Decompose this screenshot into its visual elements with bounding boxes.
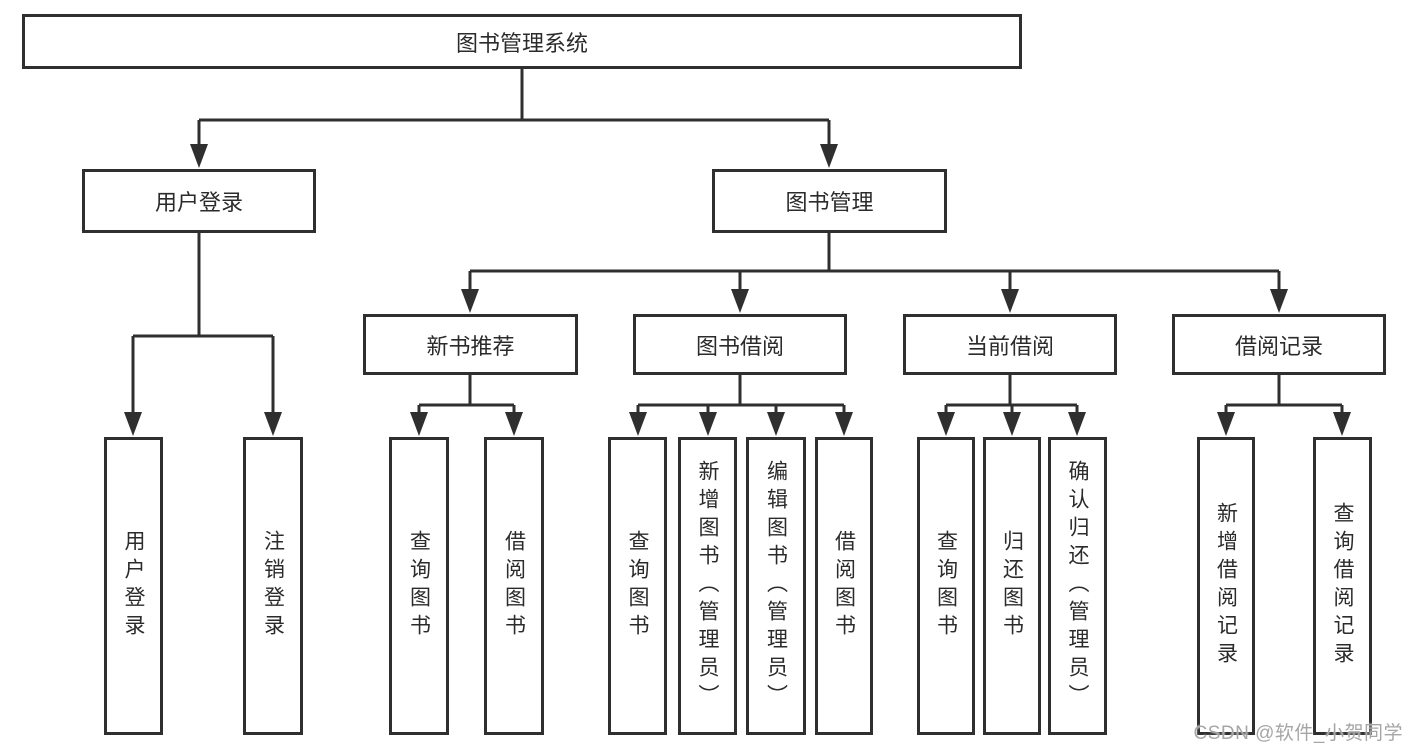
leaf-records-add: 新增借阅记录 [1197, 437, 1255, 735]
leaf-user-login: 用户登录 [104, 437, 163, 735]
node-new-book-recommend: 新书推荐 [363, 314, 578, 375]
node-borrow-records: 借阅记录 [1172, 314, 1386, 375]
node-user-login: 用户登录 [82, 169, 316, 233]
leaf-current-query: 查询图书 [917, 437, 975, 735]
leaf-borrow-edit-admin: 编辑图书（管理员） [746, 437, 806, 735]
node-book-management: 图书管理 [712, 169, 947, 233]
node-book-borrow: 图书借阅 [633, 314, 847, 375]
leaf-borrow-add-admin: 新增图书（管理员） [678, 437, 737, 735]
leaf-current-return: 归还图书 [983, 437, 1041, 735]
leaf-current-confirm-admin: 确认归还（管理员） [1048, 437, 1107, 735]
leaf-records-query: 查询借阅记录 [1313, 437, 1372, 735]
leaf-borrow-query: 查询图书 [608, 437, 667, 735]
leaf-newbook-borrow: 借阅图书 [484, 437, 544, 735]
node-current-borrow: 当前借阅 [903, 314, 1117, 375]
node-root: 图书管理系统 [22, 14, 1022, 69]
leaf-newbook-query: 查询图书 [389, 437, 449, 735]
leaf-borrow-borrow: 借阅图书 [815, 437, 873, 735]
csdn-watermark: CSDN @软件_小贺同学 [1193, 723, 1403, 744]
leaf-logout: 注销登录 [243, 437, 303, 735]
